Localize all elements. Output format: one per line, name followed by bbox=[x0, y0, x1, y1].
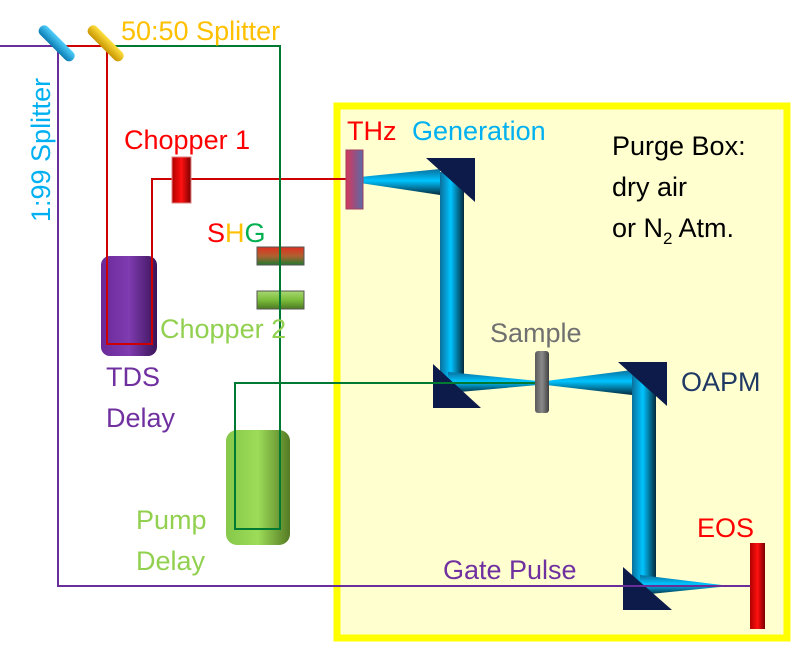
eos-crystal bbox=[750, 543, 765, 629]
pump-delay-stage bbox=[226, 430, 290, 545]
chopper-1 bbox=[171, 156, 192, 204]
label-tds-line2: Delay bbox=[106, 403, 176, 433]
thz-emitter bbox=[345, 149, 364, 210]
label-shg-g: G bbox=[245, 218, 266, 248]
label-shg: SHG bbox=[207, 218, 266, 248]
oapm-mirror-3 bbox=[618, 362, 667, 406]
pump-delay-beam bbox=[234, 430, 281, 530]
thz-beam-vertical-1 bbox=[440, 172, 464, 380]
thz-beam-from-sample bbox=[546, 370, 632, 395]
oapm-mirror-2 bbox=[433, 364, 481, 408]
label-5050-splitter: 50:50 Splitter bbox=[121, 16, 280, 46]
purge-box bbox=[333, 102, 791, 642]
label-chopper-2: Chopper 2 bbox=[160, 314, 286, 344]
sample-holder bbox=[535, 351, 549, 413]
label-generation: Generation bbox=[412, 116, 546, 146]
label-pump-line2: Delay bbox=[136, 546, 206, 576]
label-thz-generation: THz Generation bbox=[347, 116, 546, 146]
oapm-mirror-1 bbox=[426, 158, 475, 202]
oapm-mirror-4 bbox=[623, 567, 672, 610]
label-tds-line1: TDS bbox=[106, 362, 160, 392]
thz-beam-generation bbox=[360, 169, 440, 195]
label-gate-pulse: Gate Pulse bbox=[443, 555, 577, 585]
splitter-199 bbox=[38, 25, 75, 62]
tds-delay-beam bbox=[106, 256, 153, 345]
label-purge-line3: or N2 Atm. bbox=[612, 213, 734, 248]
label-purge-line2: dry air bbox=[612, 172, 687, 202]
label-chopper-1: Chopper 1 bbox=[124, 125, 250, 155]
label-purge-subscript: 2 bbox=[663, 229, 672, 248]
label-shg-s: S bbox=[207, 218, 225, 248]
label-purge-atm: Atm. bbox=[672, 213, 734, 243]
label-sample: Sample bbox=[490, 318, 582, 348]
tds-delay-stage bbox=[101, 256, 157, 356]
label-purge-line1: Purge Box: bbox=[612, 131, 746, 161]
label-shg-h: H bbox=[225, 218, 245, 248]
label-199-splitter: 1:99 Splitter bbox=[26, 78, 56, 222]
thz-beam-vertical-2 bbox=[632, 372, 656, 584]
splitter-5050 bbox=[87, 25, 124, 62]
label-oapm: OAPM bbox=[681, 367, 761, 397]
label-purge-or-n: or N bbox=[612, 213, 663, 243]
label-pump-line1: Pump bbox=[136, 505, 207, 535]
label-eos: EOS bbox=[697, 513, 754, 543]
label-thz: THz bbox=[347, 116, 397, 146]
gate-pulse-beam bbox=[0, 45, 752, 587]
